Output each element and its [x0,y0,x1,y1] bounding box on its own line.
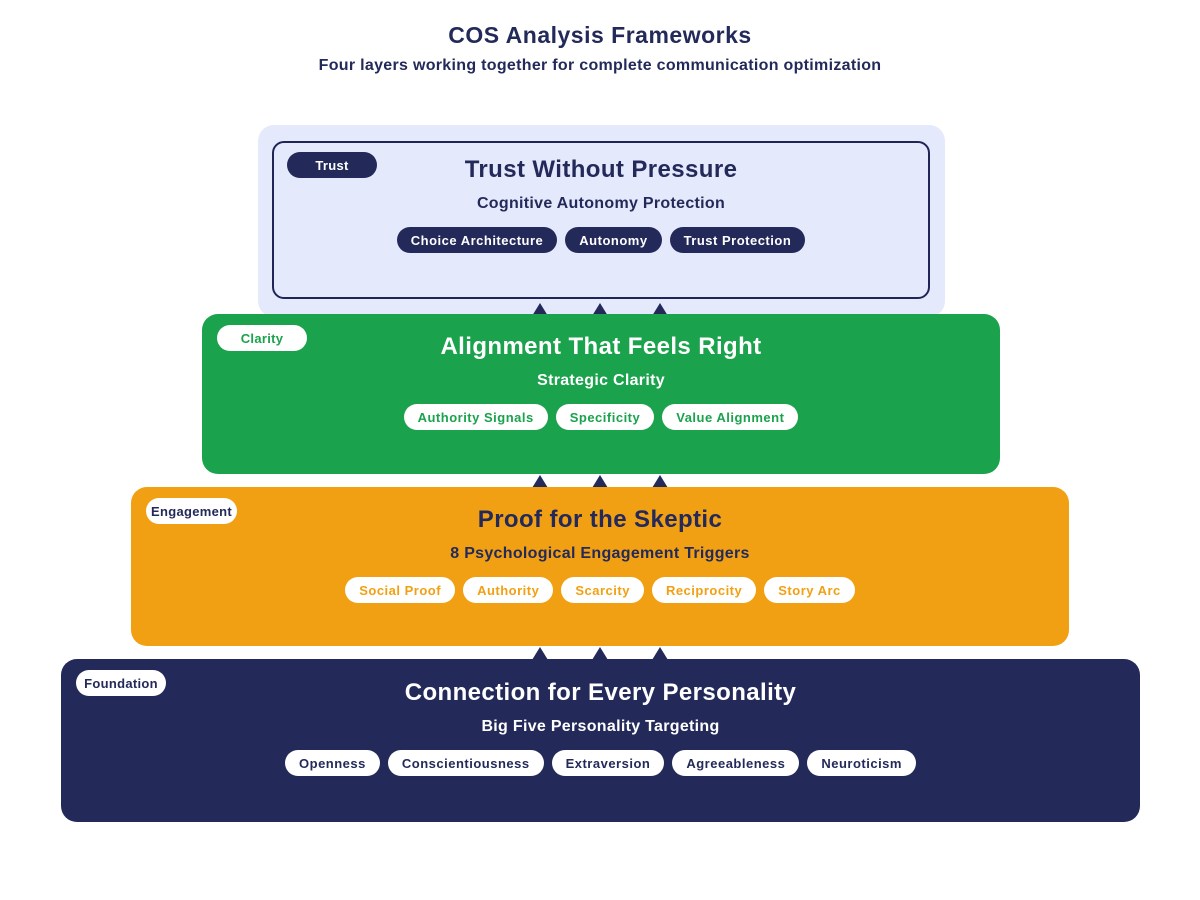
layer-subtitle: Strategic Clarity [537,372,665,389]
layer-trust: Trust Trust Without Pressure Cognitive A… [258,125,945,317]
tag-pill: Reciprocity [651,577,757,603]
engagement-badge: Engagement [146,498,238,524]
arrow-row [0,303,1200,316]
layer-subtitle: Big Five Personality Targeting [481,718,720,735]
tag-pill: Openness [285,750,380,776]
layer-clarity: Clarity Alignment That Feels Right Strat… [202,314,1000,474]
tag-row: Choice Architecture Autonomy Trust Prote… [274,227,928,253]
trust-badge: Trust [287,152,377,178]
tag-pill: Value Alignment [662,404,799,430]
tag-pill: Scarcity [561,577,644,603]
tag-row: Openness Conscientiousness Extraversion … [61,750,1140,776]
up-arrow-icon [652,475,668,488]
layer-title: Connection for Every Personality [404,679,797,706]
tag-pill: Specificity [555,404,655,430]
tag-pill: Trust Protection [669,227,806,253]
up-arrow-icon [652,303,668,316]
up-arrow-icon [592,647,608,660]
tag-pill: Autonomy [565,227,662,253]
up-arrow-icon [532,303,548,316]
tag-row: Authority Signals Specificity Value Alig… [202,404,1000,430]
up-arrow-icon [592,303,608,316]
layer-engagement: Engagement Proof for the Skeptic 8 Psych… [131,487,1069,646]
tag-pill: Story Arc [764,577,855,603]
tag-pill: Choice Architecture [396,227,558,253]
page-title: COS Analysis Frameworks [448,22,752,48]
layer-foundation: Foundation Connection for Every Personal… [61,659,1140,822]
layer-title: Proof for the Skeptic [477,506,723,533]
clarity-badge: Clarity [217,325,307,351]
up-arrow-icon [532,475,548,488]
layer-trust-panel: Trust Trust Without Pressure Cognitive A… [272,141,930,299]
foundation-badge: Foundation [76,670,166,696]
arrow-row [0,475,1200,488]
tag-pill: Conscientiousness [387,750,544,776]
up-arrow-icon [532,647,548,660]
tag-row: Social Proof Authority Scarcity Reciproc… [131,577,1069,603]
tag-pill: Social Proof [345,577,456,603]
layer-title: Trust Without Pressure [464,156,738,183]
tag-pill: Authority Signals [403,404,548,430]
tag-pill: Extraversion [551,750,665,776]
tag-pill: Authority [463,577,554,603]
layer-subtitle: Cognitive Autonomy Protection [476,195,726,212]
tag-pill: Agreeableness [672,750,800,776]
up-arrow-icon [592,475,608,488]
up-arrow-icon [652,647,668,660]
tag-pill: Neuroticism [807,750,916,776]
arrow-row [0,647,1200,660]
layer-title: Alignment That Feels Right [440,333,762,360]
layer-subtitle: 8 Psychological Engagement Triggers [450,545,750,562]
page-subtitle: Four layers working together for complet… [318,57,882,74]
